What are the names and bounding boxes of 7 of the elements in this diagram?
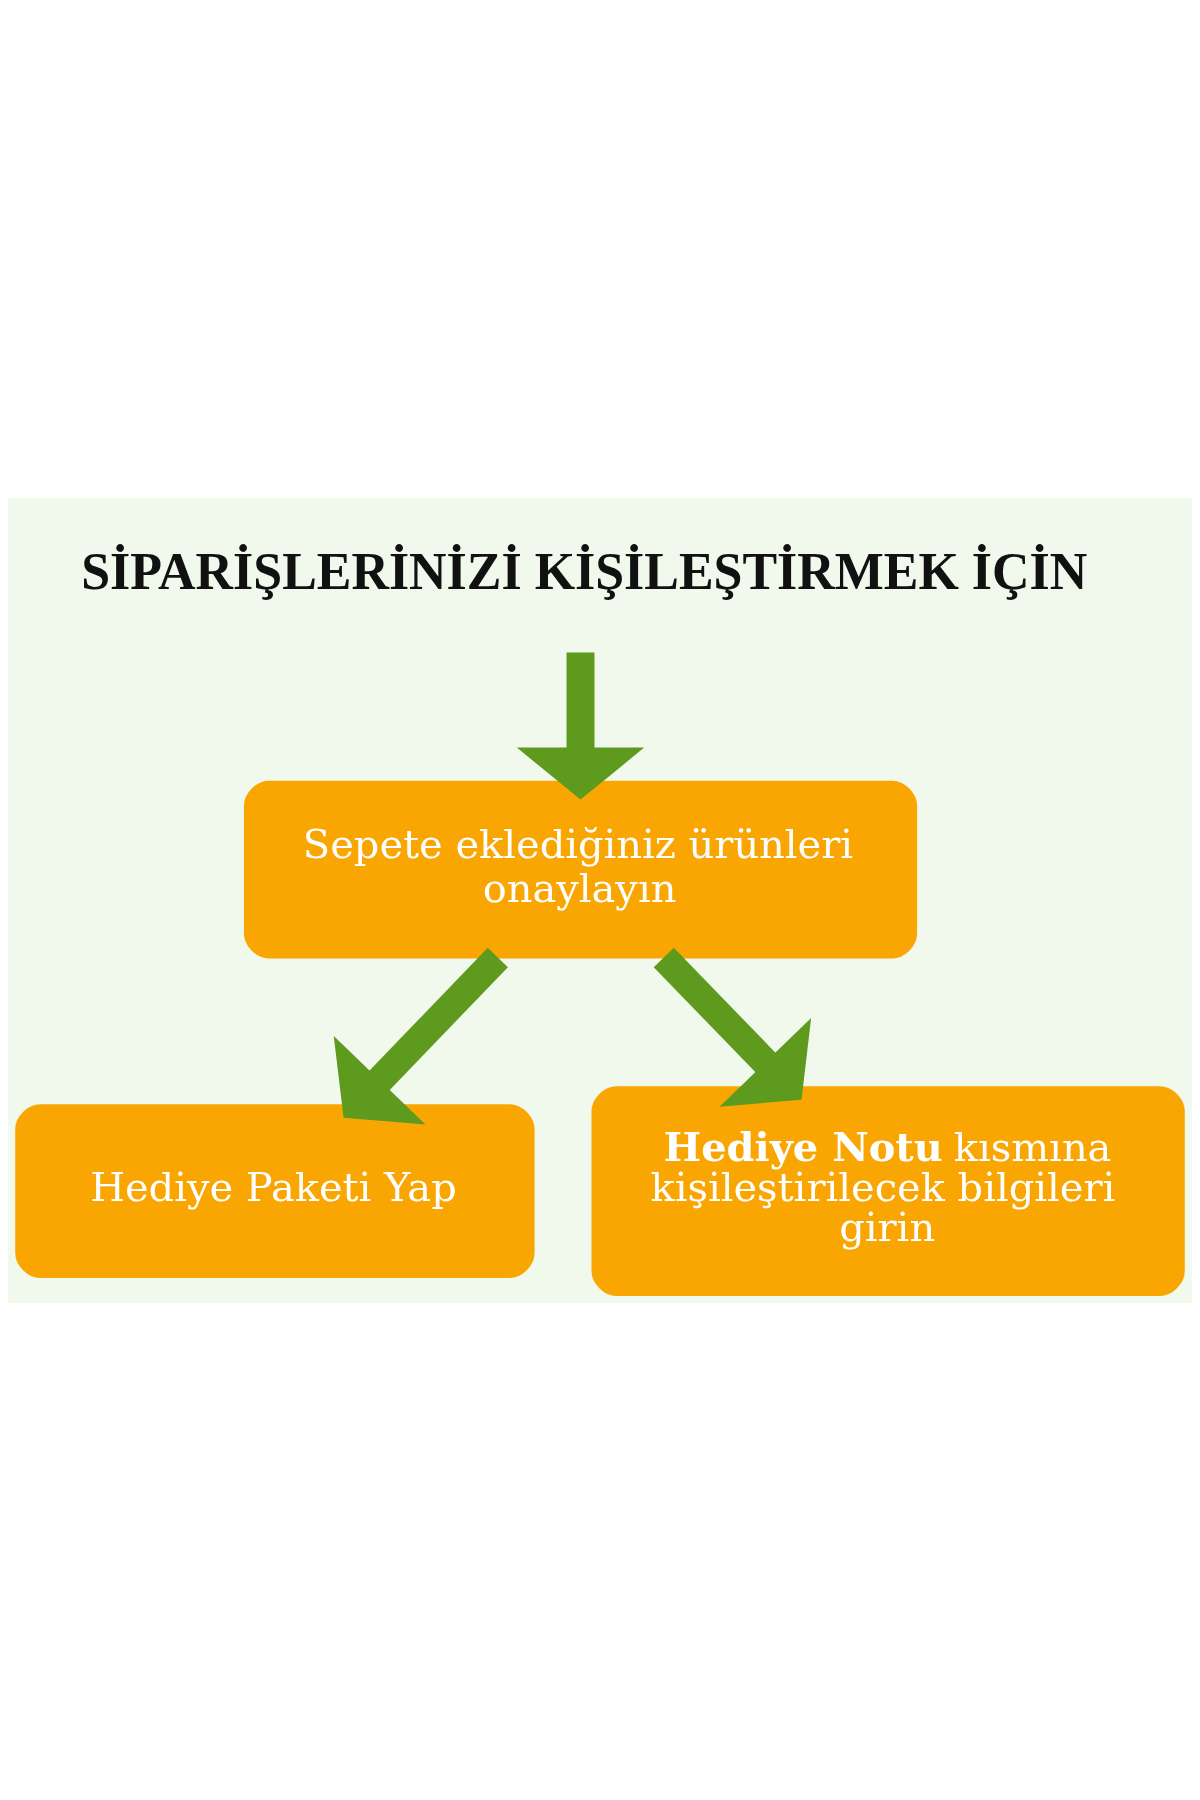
node-box: Hediye Notu kısmına kişileştirilecek bilgileri girin bbox=[591, 1085, 1185, 1296]
arrow bbox=[333, 947, 508, 1124]
node-box: Sepete eklediğiniz ürünleri onaylayın bbox=[243, 780, 918, 958]
arrow bbox=[653, 947, 812, 1107]
node-text: SİPARİŞLERİNİZİ KİŞİLEŞTİRMEK İÇİN bbox=[81, 542, 1088, 600]
node-box: Hediye Paketi Yap bbox=[15, 1103, 535, 1278]
arrow bbox=[516, 652, 645, 800]
